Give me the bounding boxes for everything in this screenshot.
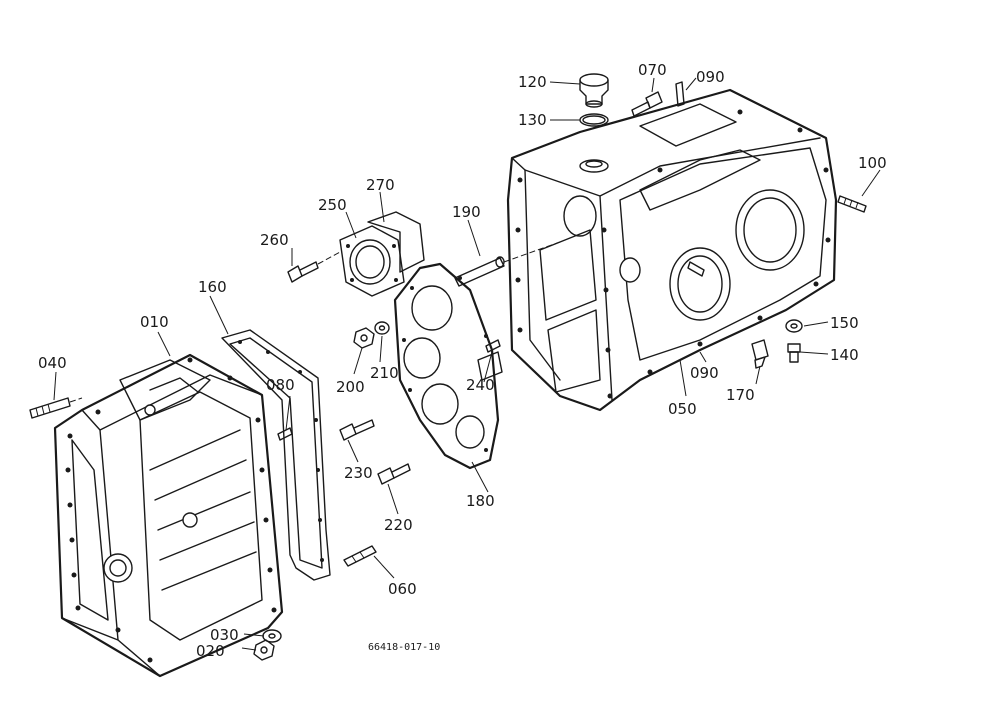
o-ring-130: [579, 113, 609, 127]
callout-150: 150: [830, 314, 859, 332]
callout-190: 190: [452, 203, 481, 221]
callout-120: 120: [518, 73, 547, 91]
rear-housing-050: [506, 88, 838, 412]
stud-bolt-040: [29, 397, 83, 419]
washer-210: [374, 321, 390, 335]
leader-lines: [53, 77, 881, 651]
callout-060: 060: [388, 580, 417, 598]
callout-140: 140: [830, 346, 859, 364]
callout-070: 070: [638, 61, 667, 79]
washer-150: [785, 319, 803, 333]
callout-050: 050: [668, 400, 697, 418]
callout-240: 240: [466, 376, 495, 394]
bearing-cover-250: [339, 225, 405, 297]
callout-100: 100: [858, 154, 887, 172]
stud-bolt-060: [343, 545, 377, 567]
callout-160: 160: [198, 278, 227, 296]
plug-120: [579, 73, 609, 108]
bolt-260: [287, 251, 341, 283]
callout-130: 130: [518, 111, 547, 129]
plug-140: [787, 343, 801, 363]
stud-bolt-100: [837, 195, 867, 213]
callout-220: 220: [384, 516, 413, 534]
pin-240: [485, 339, 501, 353]
drawing-reference-number: 66418-017-10: [368, 642, 440, 653]
callout-270: 270: [366, 176, 395, 194]
bolt-070: [631, 91, 663, 117]
nut-200: [353, 327, 375, 349]
gasket-270: [367, 211, 425, 273]
callout-170: 170: [726, 386, 755, 404]
callout-labels: 010 040 160 080 060 030 020 260 250 270 …: [38, 61, 887, 660]
callout-230: 230: [344, 464, 373, 482]
callout-090-top: 090: [696, 68, 725, 86]
bolt-230: [339, 419, 375, 441]
middle-plate-180: [393, 262, 503, 470]
pin-090-top: [675, 81, 685, 107]
callout-040: 040: [38, 354, 67, 372]
callout-180: 180: [466, 492, 495, 510]
callout-210: 210: [370, 364, 399, 382]
washer-030: [262, 629, 282, 643]
drain-plug-170: [751, 339, 769, 369]
callout-030: 030: [210, 626, 239, 644]
callout-260: 260: [260, 231, 289, 249]
callout-080: 080: [266, 376, 295, 394]
callout-020: 020: [196, 642, 225, 660]
pin-080: [277, 427, 293, 441]
nut-020: [253, 639, 275, 661]
pin-090-bottom: [687, 261, 705, 277]
bolt-220: [377, 463, 411, 485]
front-housing-010: [53, 353, 284, 678]
callout-010: 010: [140, 313, 169, 331]
callout-250: 250: [318, 196, 347, 214]
gasket-160: [221, 329, 331, 581]
callout-090-bottom: 090: [690, 364, 719, 382]
callout-200: 200: [336, 378, 365, 396]
